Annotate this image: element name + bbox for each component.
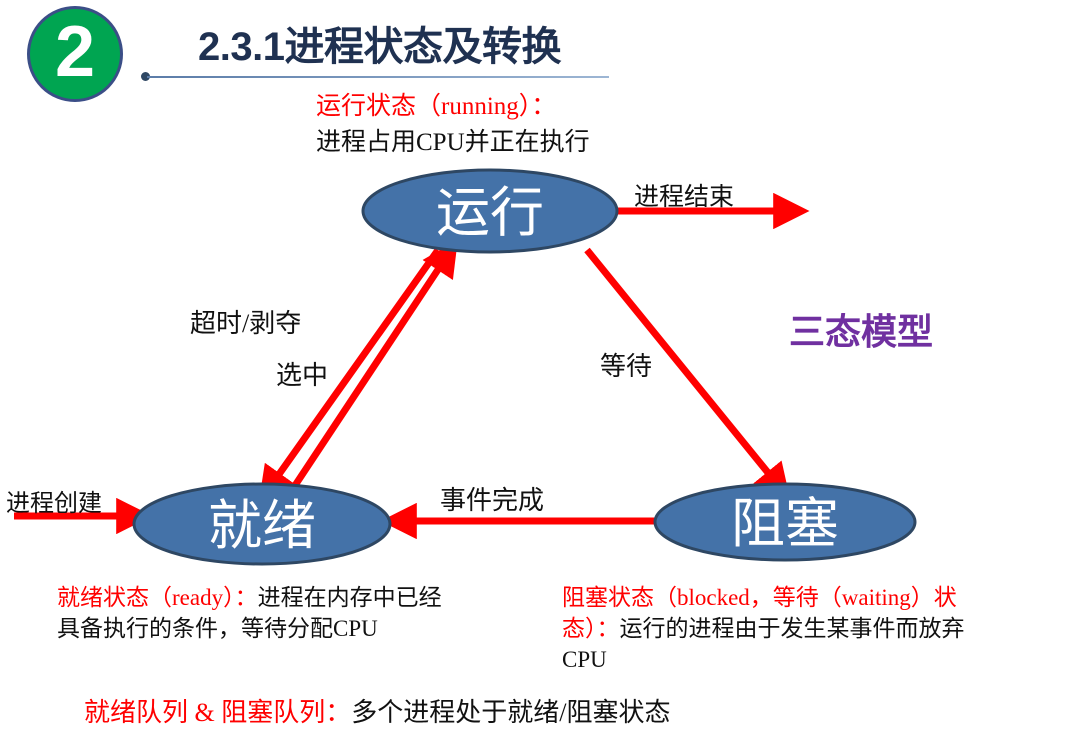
edge-label-timeout-preempt: 超时/剥夺 [190, 309, 302, 338]
model-label: 三态模型 [789, 311, 934, 352]
blocked-state-heading: 阻塞状态（blocked，等待（waiting）状态）： [562, 585, 957, 641]
title-rule [147, 76, 609, 78]
badge-circle-shape [27, 6, 123, 102]
node-ready[interactable] [132, 482, 392, 566]
slide-number-badge: 2 [27, 6, 131, 104]
blocked-state-block: 阻塞状态（blocked，等待（waiting）状态）：运行的进程由于发生某事件… [562, 582, 1002, 675]
node-blocked[interactable] [653, 482, 917, 562]
node-ready-label: 就绪 [208, 496, 316, 556]
queue-note-line: 就绪队列 & 阻塞队列：多个进程处于就绪/阻塞状态 [84, 692, 670, 729]
node-running-label: 运行 [436, 183, 544, 243]
running-state-heading: 运行状态（running）： [316, 93, 557, 120]
edge-label-wait: 等待 [600, 352, 653, 381]
badge-number-label: 2 [54, 12, 96, 92]
edge-label-process-end: 进程结束 [634, 184, 735, 211]
ready-state-description: 进程在内存中已经具备执行的条件，等待分配CPU [57, 585, 442, 641]
page-title: 2.3.1进程状态及转换 [198, 25, 561, 69]
node-running[interactable] [361, 168, 619, 254]
edge-label-selected: 选中 [276, 361, 329, 390]
running-state-description: 进程占用CPU并正在执行 [316, 129, 590, 156]
edge-label-event-done: 事件完成 [440, 486, 545, 515]
node-blocked-label: 阻塞 [731, 494, 839, 554]
queue-note-heading: 就绪队列 & 阻塞队列： [84, 698, 352, 727]
queue-note-description: 多个进程处于就绪/阻塞状态 [351, 698, 671, 727]
blocked-state-description: 运行的进程由于发生某事件而放弃CPU [562, 616, 965, 672]
ready-state-block: 就绪状态（ready）：进程在内存中已经具备执行的条件，等待分配CPU [57, 582, 447, 644]
edge-label-process-create: 进程创建 [6, 491, 102, 517]
title-rule-dot [141, 72, 150, 81]
ready-state-heading: 就绪状态（ready）： [57, 585, 258, 610]
